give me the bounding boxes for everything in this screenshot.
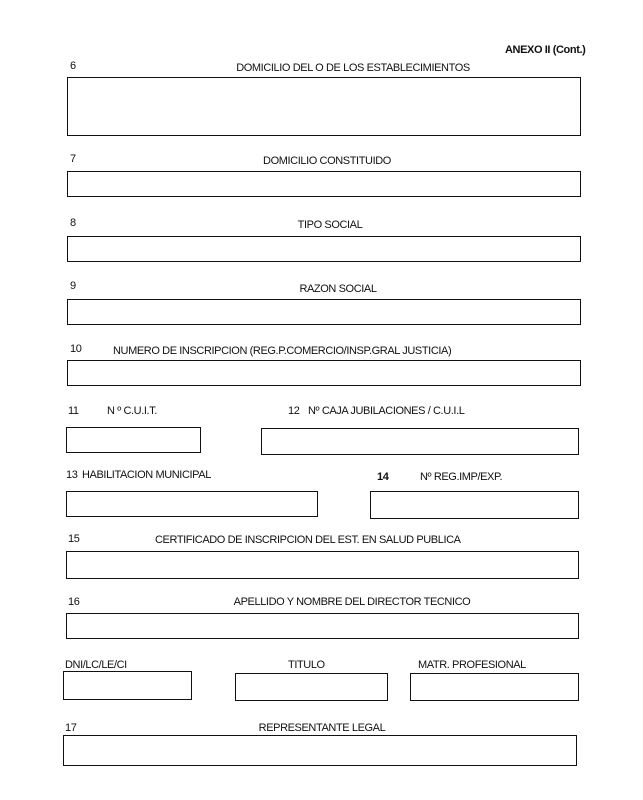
field-12-label: Nº CAJA JUBILACIONES / C.U.I.L <box>308 405 465 417</box>
field-16-label: APELLIDO Y NOMBRE DEL DIRECTOR TECNICO <box>233 596 471 608</box>
field-9-number: 9 <box>70 280 76 292</box>
company-type-field[interactable] <box>67 236 581 262</box>
field-15-label: CERTIFICADO DE INSCRIPCION DEL EST. EN S… <box>155 534 461 546</box>
dni-label: DNI/LC/LE/CI <box>65 659 127 671</box>
dni-field[interactable] <box>63 671 192 700</box>
field-7-label: DOMICILIO CONSTITUIDO <box>263 155 391 167</box>
establishment-address-field[interactable] <box>67 77 581 136</box>
health-certificate-field[interactable] <box>66 551 579 579</box>
field-11-number: 11 <box>68 405 79 417</box>
license-field[interactable] <box>410 673 579 701</box>
import-export-reg-field[interactable] <box>370 491 579 519</box>
field-7-number: 7 <box>70 153 76 165</box>
field-6-label: DOMICILIO DEL O DE LOS ESTABLECIMIENTOS <box>236 62 470 74</box>
field-11-label: N º C.U.I.T. <box>107 405 157 417</box>
field-16-number: 16 <box>68 596 80 608</box>
legal-representative-field[interactable] <box>63 735 577 766</box>
cuit-field[interactable] <box>66 427 201 453</box>
annex-title: ANEXO II (Cont.) <box>505 44 586 56</box>
license-label: MATR. PROFESIONAL <box>418 659 526 671</box>
field-12-number: 12 <box>288 405 300 417</box>
field-10-label: NUMERO DE INSCRIPCION (REG.P.COMERCIO/IN… <box>113 345 452 357</box>
field-14-label: Nº REG.IMP/EXP. <box>420 471 503 483</box>
field-8-label: TIPO SOCIAL <box>297 219 363 231</box>
municipal-permit-field[interactable] <box>66 491 318 517</box>
legal-address-field[interactable] <box>67 171 581 197</box>
registration-number-field[interactable] <box>67 360 581 386</box>
field-17-label: REPRESENTANTE LEGAL <box>258 722 386 734</box>
field-9-label: RAZON SOCIAL <box>299 283 377 295</box>
field-8-number: 8 <box>70 217 76 229</box>
field-17-number: 17 <box>65 722 77 734</box>
pension-fund-field[interactable] <box>261 428 579 455</box>
field-13-number: 13 <box>66 469 78 481</box>
title-field[interactable] <box>235 673 388 701</box>
field-13-label: HABILITACION MUNICIPAL <box>82 469 211 481</box>
field-10-number: 10 <box>70 343 82 355</box>
company-name-field[interactable] <box>67 299 581 325</box>
field-6-number: 6 <box>70 60 76 72</box>
technical-director-field[interactable] <box>66 613 579 639</box>
field-14-number: 14 <box>377 471 389 483</box>
field-15-number: 15 <box>68 533 80 545</box>
title-label: TITULO <box>288 659 325 671</box>
